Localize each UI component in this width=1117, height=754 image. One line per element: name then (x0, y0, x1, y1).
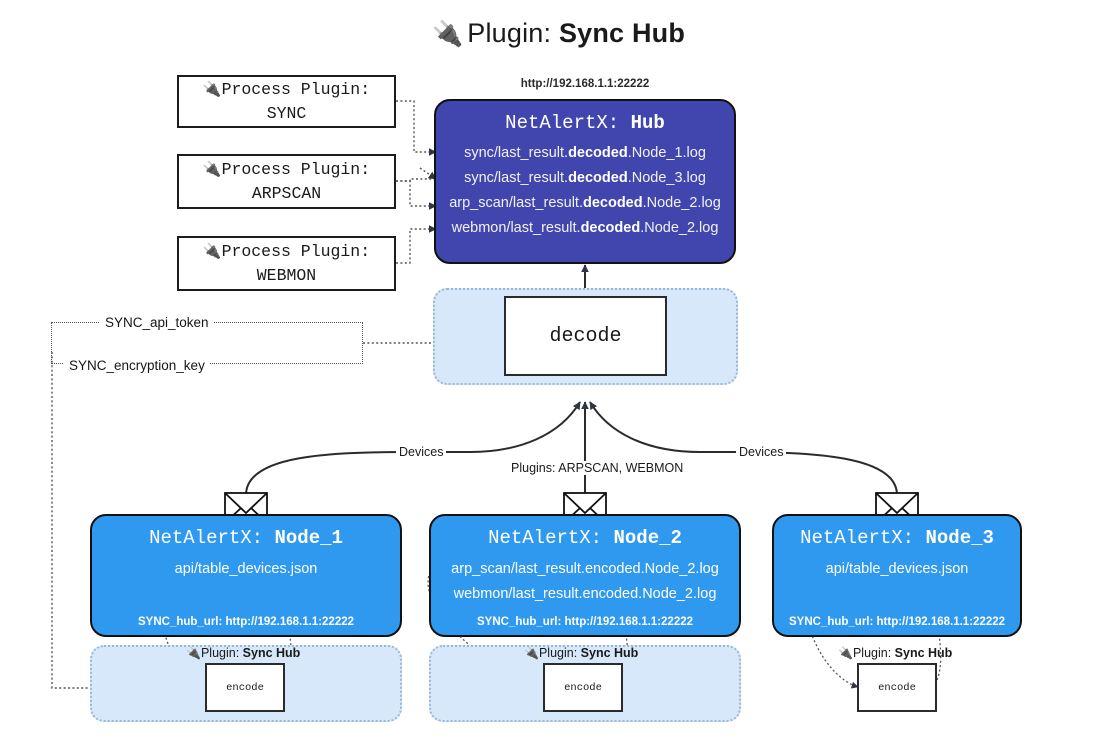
node-file: arp_scan/last_result.encoded.Node_2.log (451, 561, 719, 577)
encode-label: encode (564, 681, 602, 694)
node-app: NetAlertX: (149, 527, 264, 549)
hub-log-line: sync/last_result.decoded.Node_3.log (464, 169, 706, 186)
decode-label: decode (549, 324, 622, 348)
plugin-caption-prefix: Plugin: (200, 646, 240, 660)
hub-log-list: sync/last_result.decoded.Node_1.log sync… (436, 141, 734, 241)
plugin-caption-prefix: Plugin: (538, 646, 578, 660)
node-hub-url: SYNC_hub_url: http://192.168.1.1:22222 (788, 616, 1006, 628)
hub-app: NetAlertX: (505, 112, 620, 134)
process-plugin-webmon[interactable]: 🔌Process Plugin: WEBMON (177, 236, 396, 291)
title-name: Sync Hub (558, 18, 686, 48)
sync-api-token-label: SYNC_api_token (100, 315, 214, 330)
node-hub-url: SYNC_hub_url: http://192.168.1.1:22222 (476, 616, 694, 628)
node-file: api/table_devices.json (825, 561, 969, 577)
plug-icon: 🔌 (202, 241, 222, 260)
plug-icon: 🔌 (202, 159, 222, 178)
edge-label-plugins-center: Plugins: ARPSCAN, WEBMON (508, 461, 687, 475)
hub-url-label: http://192.168.1.1:22222 (520, 78, 650, 90)
process-plugin-arpscan[interactable]: 🔌Process Plugin: ARPSCAN (177, 154, 396, 209)
title-prefix: Plugin: (467, 18, 552, 48)
plug-icon: 🔌 (431, 20, 464, 48)
encode-label: encode (226, 681, 264, 694)
node-1[interactable]: NetAlertX: Node_1 api/table_devices.json… (90, 514, 402, 637)
node-file-list: api/table_devices.json (774, 557, 1020, 582)
hub-node[interactable]: NetAlertX: Hub sync/last_result.decoded.… (434, 99, 736, 264)
node-1-encode-box[interactable]: encode (205, 663, 285, 712)
plug-icon: 🔌 (202, 79, 222, 98)
node-name: Node_2 (613, 527, 682, 549)
node-file: webmon/last_result.encoded.Node_2.log (453, 586, 717, 603)
node-header: NetAlertX: Node_1 (149, 527, 343, 549)
node-3-plugin-caption: 🔌Plugin: Sync Hub (838, 646, 952, 660)
node-3-encode-box[interactable]: encode (857, 663, 937, 712)
node-app: NetAlertX: (800, 527, 915, 549)
hub-log-line: arp_scan/last_result.decoded.Node_2.log (449, 194, 721, 211)
process-plugin-sync[interactable]: 🔌Process Plugin: SYNC (177, 75, 396, 128)
edge-label-devices-right: Devices (736, 445, 787, 459)
process-plugin-line2: ARPSCAN (251, 183, 322, 203)
hub-log-line: sync/last_result.decoded.Node_1.log (464, 145, 706, 161)
plugin-caption-name: Sync Hub (894, 646, 953, 660)
node-file-list: api/table_devices.json (92, 557, 400, 582)
node-2-encode-box[interactable]: encode (543, 663, 623, 712)
node-file: api/table_devices.json (174, 561, 318, 577)
edge-label-devices-left: Devices (396, 445, 447, 459)
hub-log-line: webmon/last_result.decoded.Node_2.log (451, 219, 719, 236)
node-name: Node_1 (274, 527, 343, 549)
node-2[interactable]: NetAlertX: Node_2 arp_scan/last_result.e… (429, 514, 741, 637)
process-plugin-line1: Process Plugin: (221, 241, 371, 261)
node-1-plugin-caption: 🔌Plugin: Sync Hub (186, 646, 300, 660)
hub-header: NetAlertX: Hub (505, 112, 665, 134)
process-plugin-line2: WEBMON (256, 265, 317, 285)
process-plugin-line1: Process Plugin: (221, 79, 371, 99)
page-title: 🔌Plugin: Sync Hub (0, 18, 1117, 49)
plug-icon: 🔌 (838, 646, 853, 660)
node-hub-url: SYNC_hub_url: http://192.168.1.1:22222 (137, 616, 355, 628)
node-header: NetAlertX: Node_3 (800, 527, 994, 549)
hub-name: Hub (630, 112, 665, 134)
plugin-caption-name: Sync Hub (242, 646, 301, 660)
node-name: Node_3 (925, 527, 994, 549)
node-app: NetAlertX: (488, 527, 603, 549)
plug-icon: 🔌 (186, 646, 201, 660)
node-header: NetAlertX: Node_2 (488, 527, 682, 549)
process-plugin-line2: SYNC (266, 103, 307, 123)
node-2-plugin-caption: 🔌Plugin: Sync Hub (524, 646, 638, 660)
node-3[interactable]: NetAlertX: Node_3 api/table_devices.json… (772, 514, 1022, 637)
plugin-caption-prefix: Plugin: (852, 646, 892, 660)
encode-label: encode (878, 681, 916, 694)
decode-box[interactable]: decode (504, 296, 667, 376)
plugin-caption-name: Sync Hub (580, 646, 639, 660)
process-plugin-line1: Process Plugin: (221, 159, 371, 179)
node-file-list: arp_scan/last_result.encoded.Node_2.log … (431, 557, 739, 608)
plug-icon: 🔌 (524, 646, 539, 660)
sync-encryption-key-label: SYNC_encryption_key (64, 358, 210, 373)
